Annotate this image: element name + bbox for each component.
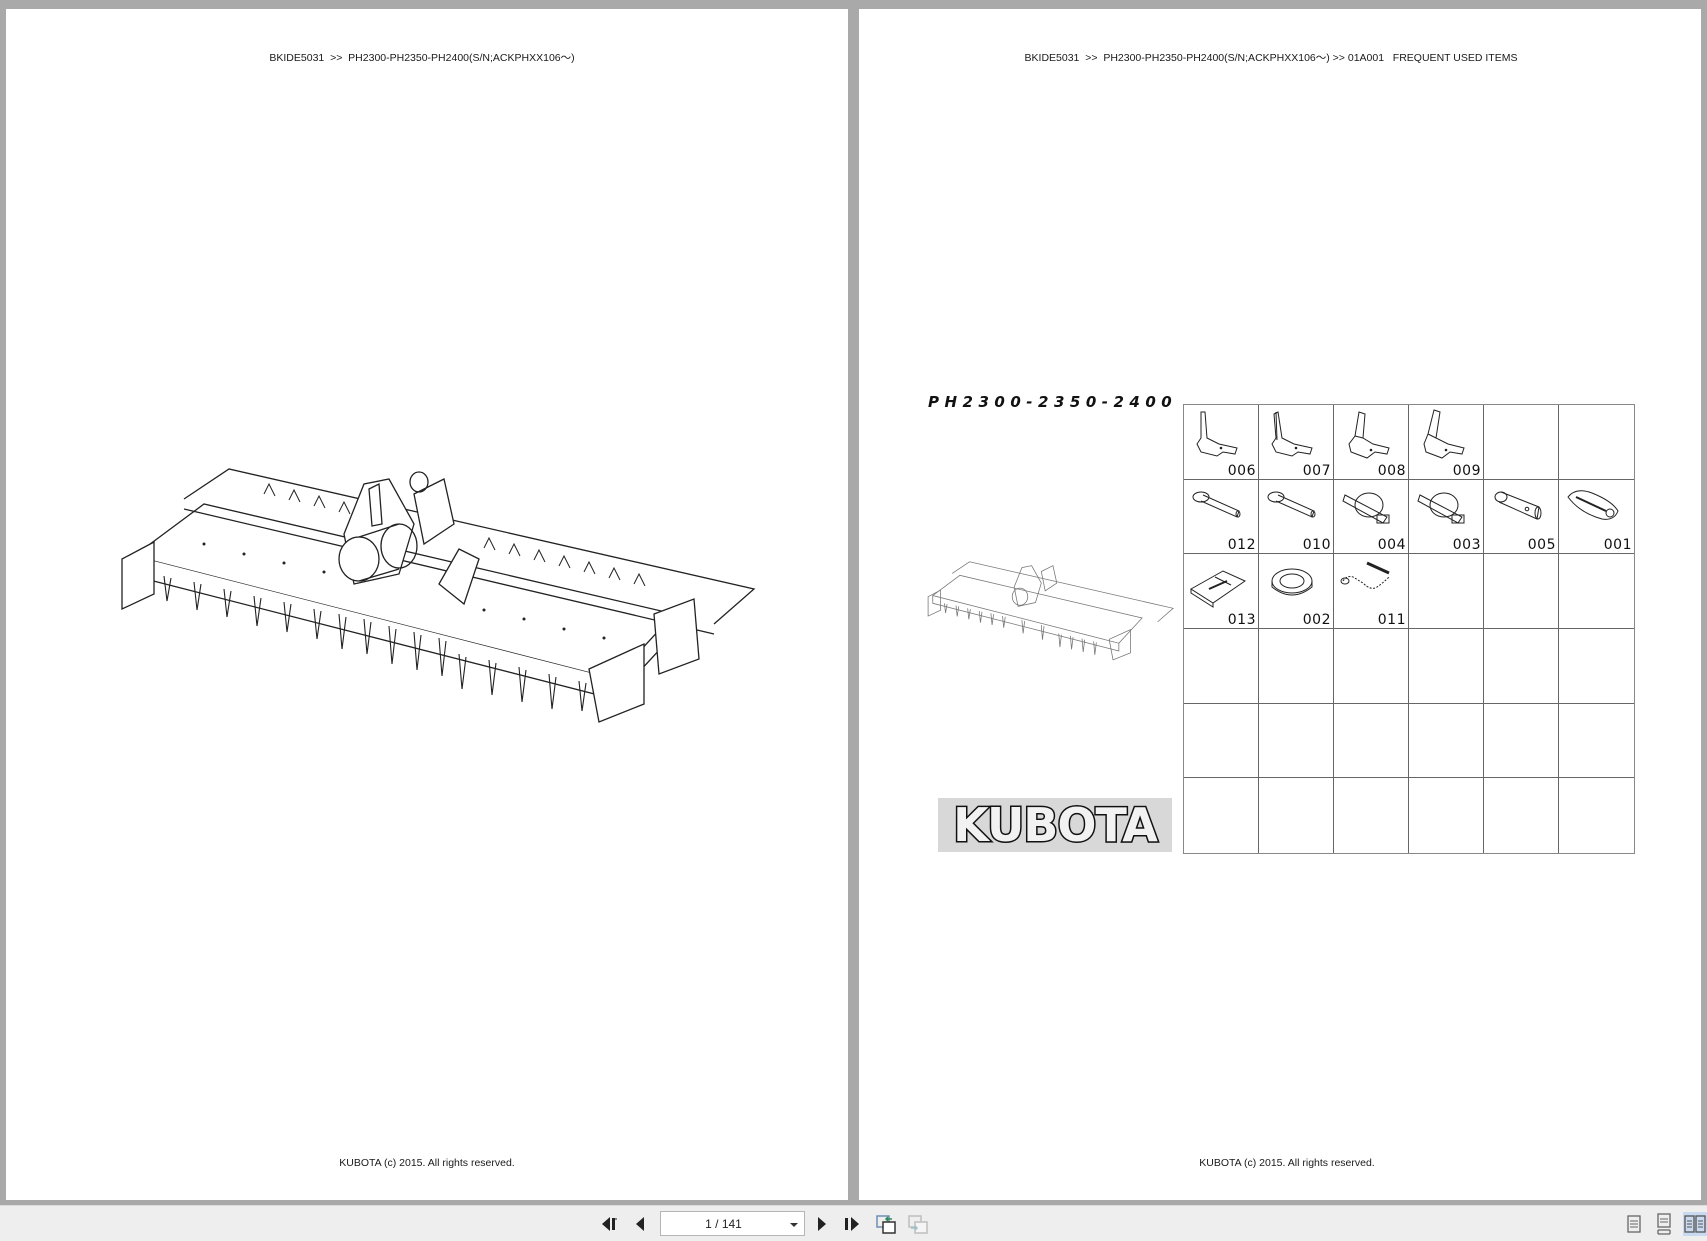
tine-blade-left-icon [1196,411,1238,457]
part-code: 012 [1227,537,1256,554]
model-title: PH2300-2350-2400 [928,393,1178,411]
page-footer-copyright: KUBOTA (c) 2015. All rights reserved. [1199,1157,1375,1169]
last-page-button[interactable] [840,1212,864,1236]
part-cell-empty [1334,628,1409,704]
part-code: 005 [1527,537,1556,554]
part-cell-008[interactable]: 008 [1334,405,1409,480]
previous-page-button[interactable] [628,1212,652,1236]
next-page-button[interactable] [810,1212,834,1236]
part-code: 004 [1377,537,1406,554]
part-cell-009[interactable]: 009 [1409,405,1484,480]
part-cell-012[interactable]: 012 [1184,479,1259,555]
part-cell-empty [1484,554,1559,629]
first-page-icon [602,1217,617,1231]
part-cell-empty [1409,554,1484,629]
part-cell-empty [1409,778,1484,853]
page-right: BKIDE5031 >> PH2300-PH2350-PH2400(S/N;AC… [859,9,1701,1200]
page-number-select[interactable]: 1 / 141 [660,1211,805,1236]
previous-view-button[interactable] [874,1212,898,1236]
part-cell-empty [1259,628,1334,704]
part-cell-empty [1259,778,1334,853]
part-cell-001[interactable]: 001 [1559,479,1634,555]
part-code: 013 [1227,611,1256,628]
next-view-button[interactable] [906,1212,930,1236]
part-cell-007[interactable]: 007 [1259,405,1334,480]
part-cell-empty [1184,628,1259,704]
part-cell-empty [1484,628,1559,704]
tine-blade-wide-right-icon [1423,409,1465,459]
part-cell-003[interactable]: 003 [1409,479,1484,555]
part-code: 002 [1302,611,1331,628]
chevron-down-icon[interactable] [790,1223,798,1227]
last-page-icon [845,1217,859,1231]
rotary-harrow-thumbnail [927,561,1174,661]
page-indicator: 1 / 141 [705,1217,742,1231]
kubota-logo-text: KUBOTA [952,798,1160,852]
part-code: 011 [1377,611,1406,628]
page-left: BKIDE5031 >> PH2300-PH2350-PH2400(S/N;AC… [6,9,848,1200]
part-code: 008 [1377,462,1406,479]
part-cell-empty [1409,703,1484,779]
part-cell-005[interactable]: 005 [1484,479,1559,555]
part-cell-empty [1334,703,1409,779]
part-cell-empty [1559,703,1634,779]
part-cell-empty [1184,778,1259,853]
linch-pin-icon [1417,492,1465,524]
single-page-view-icon [1627,1215,1641,1233]
plate-decal-icon [1190,570,1247,609]
next-view-icon [908,1215,928,1234]
kubota-logo: KUBOTA [938,798,1172,852]
part-cell-006[interactable]: 006 [1184,405,1259,480]
part-code: 007 [1302,462,1331,479]
part-cell-empty [1184,703,1259,779]
part-cell-empty [1484,778,1559,853]
page-header-breadcrumb: BKIDE5031 >> PH2300-PH2350-PH2400(S/N;AC… [269,52,575,64]
part-cell-013[interactable]: 013 [1184,554,1259,629]
part-cell-empty [1559,405,1634,480]
previous-page-icon [636,1217,644,1231]
tine-blade-right-icon [1271,411,1313,457]
part-cell-empty [1559,554,1634,629]
part-cell-004[interactable]: 004 [1334,479,1409,555]
parts-grid: 006 007 008 009 012 010 004 003 005 001 013 002 011 [1183,404,1635,854]
part-code: 001 [1603,537,1632,554]
document-viewer[interactable]: BKIDE5031 >> PH2300-PH2350-PH2400(S/N;AC… [0,0,1707,1205]
rotary-harrow-drawing [121,468,756,723]
part-cell-empty [1409,628,1484,704]
continuous-view-button[interactable] [1652,1212,1676,1236]
two-page-view-button[interactable] [1683,1212,1707,1236]
part-cell-010[interactable]: 010 [1259,479,1334,555]
linch-pin-icon [1342,492,1390,524]
part-code: 006 [1227,462,1256,479]
part-cell-002[interactable]: 002 [1259,554,1334,629]
page-header-breadcrumb: BKIDE5031 >> PH2300-PH2350-PH2400(S/N;AC… [1024,52,1518,64]
part-cell-011[interactable]: 011 [1334,554,1409,629]
part-cell-empty [1334,778,1409,853]
seal-ring-icon [1271,568,1313,596]
single-page-view-button[interactable] [1622,1212,1646,1236]
first-page-button[interactable] [598,1212,622,1236]
continuous-view-icon [1657,1213,1671,1235]
part-cell-empty [1484,703,1559,779]
part-cell-empty [1559,628,1634,704]
page-footer-copyright: KUBOTA (c) 2015. All rights reserved. [339,1157,515,1169]
clevis-pin-icon [1494,491,1542,520]
clip-icon [1567,489,1619,520]
part-code: 003 [1452,537,1481,554]
tine-blade-wide-left-icon [1348,411,1390,459]
part-cell-empty [1559,778,1634,853]
part-cell-empty [1484,405,1559,480]
pin-icon [1192,491,1241,518]
chain-pin-icon [1340,561,1390,590]
next-page-icon [818,1217,826,1231]
part-code: 010 [1302,537,1331,554]
pin-icon [1267,491,1316,518]
part-cell-empty [1259,703,1334,779]
viewer-toolbar: 1 / 141 [0,1205,1707,1241]
previous-view-icon [876,1215,896,1234]
part-code: 009 [1452,462,1481,479]
two-page-view-icon [1684,1215,1706,1233]
